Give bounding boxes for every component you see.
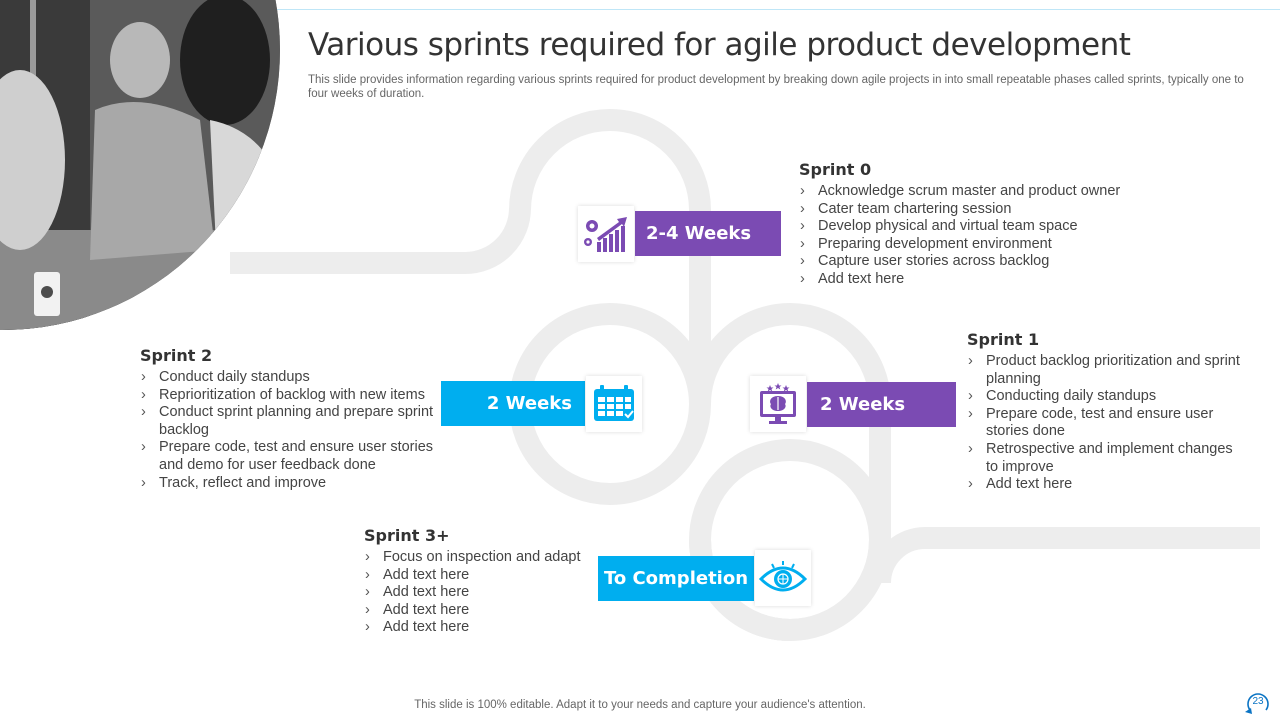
top-divider	[262, 9, 1280, 10]
eye-inspection-icon	[755, 550, 811, 606]
sprint1-item: Product backlog prioritization and sprin…	[967, 353, 1247, 388]
sprint2-duration-box: 2 Weeks	[441, 381, 585, 426]
sprint0-item: Develop physical and virtual team space	[799, 218, 1159, 236]
team-photo	[0, 0, 280, 330]
monitor-brain-icon	[750, 376, 806, 432]
sprint3-item: Add text here	[364, 619, 604, 637]
sprint2-item: Conduct sprint planning and prepare spri…	[140, 404, 440, 439]
sprint3-item: Add text here	[364, 602, 604, 620]
sprint2-item: Prepare code, test and ensure user stori…	[140, 439, 440, 474]
sprint1-duration-box: 2 Weeks	[807, 382, 956, 427]
sprint2-item: Conduct daily standups	[140, 369, 440, 387]
sprint2-block: Sprint 2 Conduct daily standups Repriori…	[140, 346, 440, 492]
calendar-check-icon	[586, 376, 642, 432]
sprint0-item: Preparing development environment	[799, 236, 1159, 254]
sprint2-item: Reprioritization of backlog with new ite…	[140, 387, 440, 405]
page-title: Various sprints required for agile produ…	[308, 27, 1131, 63]
sprint3-item: Focus on inspection and adapt	[364, 549, 604, 567]
sprint0-item: Capture user stories across backlog	[799, 253, 1159, 271]
sprint2-item: Track, reflect and improve	[140, 475, 440, 493]
page-number: 23	[1252, 696, 1264, 707]
sprint0-item: Cater team chartering session	[799, 201, 1159, 219]
sprint3-title: Sprint 3+	[364, 526, 450, 545]
sprint1-item: Prepare code, test and ensure user stori…	[967, 406, 1247, 441]
refresh-circle-icon	[1245, 693, 1269, 714]
footer-note: This slide is 100% editable. Adapt it to…	[414, 699, 866, 711]
sprint0-title: Sprint 0	[799, 160, 872, 179]
sprint0-item: Add text here	[799, 271, 1159, 289]
sprint1-item: Retrospective and implement changes to i…	[967, 441, 1247, 476]
sprint0-item: Acknowledge scrum master and product own…	[799, 183, 1159, 201]
sprint0-block: Sprint 0 Acknowledge scrum master and pr…	[799, 160, 1159, 289]
page-subtitle: This slide provides information regardin…	[308, 74, 1244, 100]
sprint2-title: Sprint 2	[140, 346, 213, 365]
growth-chart-gear-icon	[578, 206, 634, 262]
page-number-badge[interactable]: 23	[1245, 690, 1271, 716]
sprint3-block: Sprint 3+ Focus on inspection and adapt …	[364, 526, 604, 637]
sprint0-duration-box: 2-4 Weeks	[635, 211, 781, 256]
sprint1-item: Conducting daily standups	[967, 388, 1247, 406]
sprint3-item: Add text here	[364, 567, 604, 585]
sprint3-item: Add text here	[364, 584, 604, 602]
sprint1-block: Sprint 1 Product backlog prioritization …	[967, 330, 1247, 494]
sprint1-title: Sprint 1	[967, 330, 1040, 349]
sprint1-item: Add text here	[967, 476, 1247, 494]
sprint3-duration-box: To Completion	[598, 556, 754, 601]
